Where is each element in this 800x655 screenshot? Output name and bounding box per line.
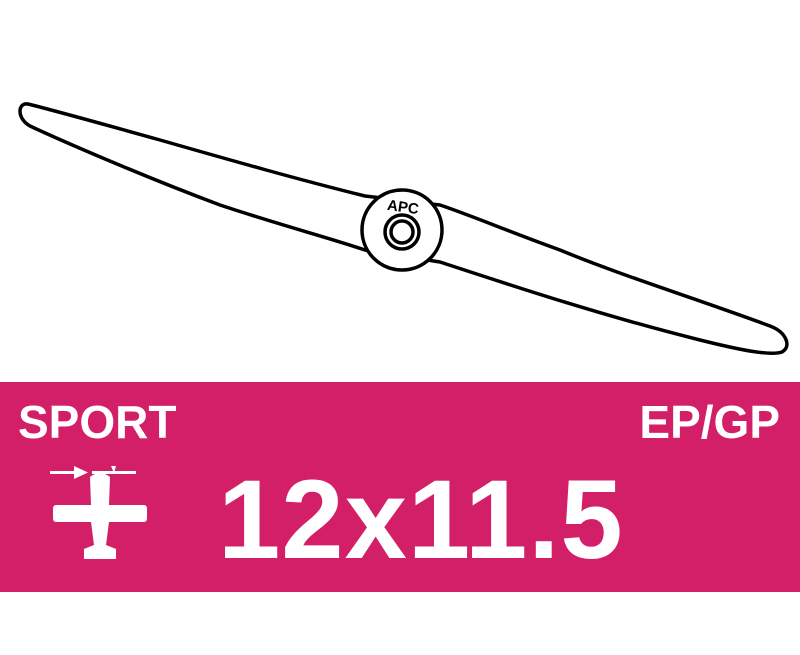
product-banner: SPORT EP/GP 12x11.5 (0, 382, 800, 592)
hub-bore (389, 219, 415, 245)
category-label: SPORT (18, 396, 177, 448)
prop-size-label: 12x11.5 (218, 457, 624, 582)
propeller-illustration: APC (18, 102, 789, 355)
apc-logo: APC (386, 197, 420, 218)
fuel-type-label: EP/GP (639, 396, 780, 448)
airplane-tractor-icon (50, 466, 147, 559)
